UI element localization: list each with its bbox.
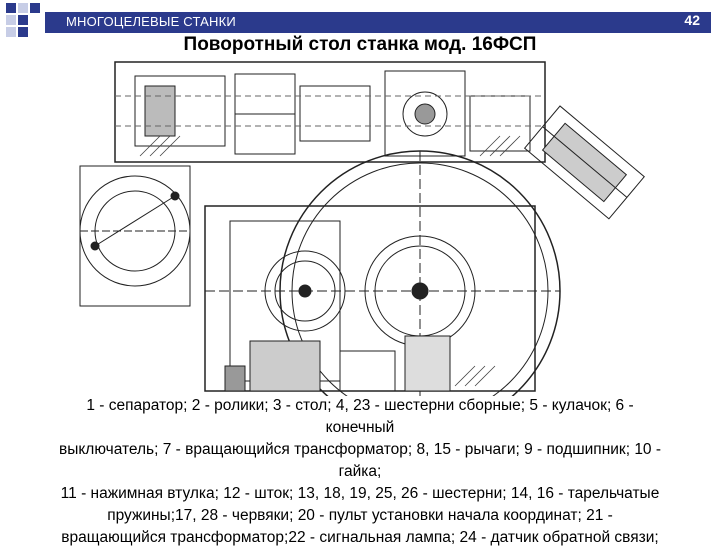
decor-square [18,15,28,25]
decor-square [6,15,16,25]
decor-square [18,27,28,37]
caption-line: вращающийся трансформатор;22 - сигнальна… [61,529,659,546]
decor-square [6,3,16,13]
caption-line: пружины;17, 28 - червяки; 20 - пульт уст… [107,507,613,524]
caption: 1 - сепаратор; 2 - ролики; 3 - стол; 4, … [6,395,714,549]
slide-title: Поворотный стол станка мод. 16ФСП [183,34,537,55]
decor-square [30,3,40,13]
header-bar [45,12,711,33]
caption-line: 11 - нажимная втулка; 12 - шток; 13, 18,… [60,485,660,502]
caption-line: конечный [325,419,395,436]
caption-line: выключатель; 7 - вращающийся трансформат… [58,441,662,458]
decor-square [18,3,28,13]
caption-line: гайка; [338,463,382,480]
caption-line: 1 - сепаратор; 2 - ролики; 3 - стол; 4, … [86,397,634,414]
technical-drawing [79,61,645,396]
section-title: МНОГОЦЕЛЕВЫЕ СТАНКИ [66,14,236,29]
decor-square [6,27,16,37]
page-number: 42 [684,12,700,28]
